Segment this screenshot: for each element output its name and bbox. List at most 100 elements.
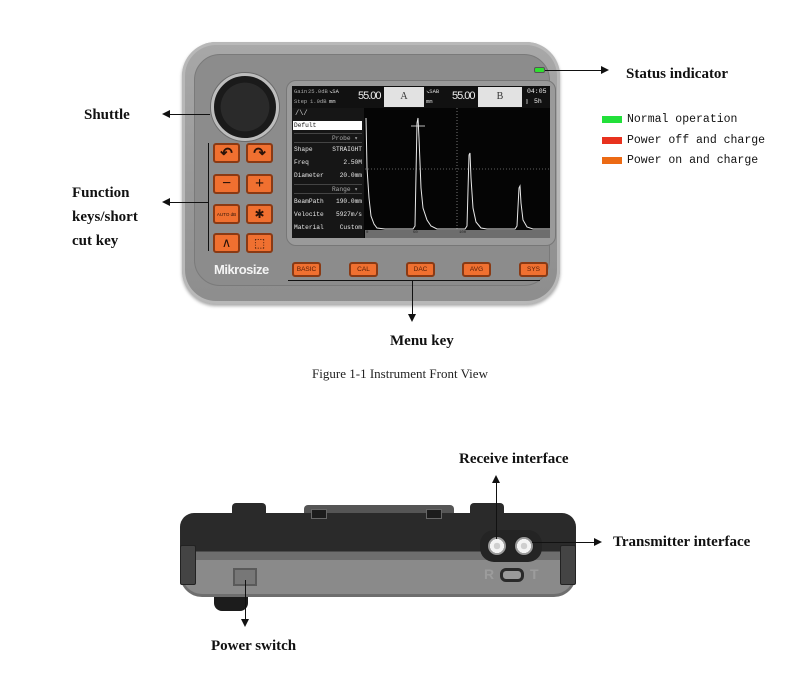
plus-icon: +: [254, 175, 265, 192]
probe-row-freq[interactable]: Freq 2.50M: [294, 157, 362, 168]
instrument-screen: Gain 25.0dB Step 1.0dB ↘SA mm 55.00 A ↘S…: [292, 86, 550, 238]
legend-label: Power on and charge: [627, 153, 759, 167]
power-switch-leader-line: [245, 580, 246, 620]
menu-key-sys[interactable]: SYS: [519, 262, 548, 277]
param-value: 2.50M: [343, 159, 362, 166]
figure-caption: Figure 1-1 Instrument Front View: [312, 366, 488, 381]
transmitter-bnc-port[interactable]: [514, 536, 534, 556]
menu-keys-bracket: [288, 280, 540, 281]
arrow-up-icon: [492, 475, 500, 483]
transmitter-interface-label: Transmitter interface: [613, 534, 751, 550]
range-row-material[interactable]: Material Custom: [294, 222, 362, 233]
range-section-dropdown[interactable]: Range ▾: [294, 184, 362, 194]
receive-interface-label: Receive interface: [459, 451, 569, 467]
legend-normal-operation: Normal operation: [602, 112, 737, 126]
menu-key-label: Menu key: [390, 333, 454, 349]
shuttle-knob[interactable]: [211, 73, 279, 141]
range-row-beampath[interactable]: BeamPath 190.0mm: [294, 196, 362, 207]
top-bump: [470, 503, 504, 513]
menu-key-avg[interactable]: AVG: [462, 262, 491, 277]
receive-bnc-port[interactable]: [487, 536, 507, 556]
green-swatch-icon: [602, 115, 622, 123]
param-label: Diameter: [294, 172, 324, 179]
menu-key-leader-line: [412, 280, 413, 316]
probe-section-dropdown[interactable]: Probe ▾: [294, 133, 362, 143]
gate-b-field[interactable]: B: [478, 87, 522, 107]
arrow-left-icon: [162, 198, 170, 206]
param-label: Velocite: [294, 211, 324, 218]
function-keys-bracket: [208, 143, 209, 251]
undo-icon: ↶: [220, 145, 233, 162]
gate-a-field[interactable]: A: [384, 87, 424, 107]
handle-clip-left: [311, 509, 327, 519]
power-switch-label: Power switch: [211, 638, 297, 654]
probe-section-label: Probe: [331, 135, 351, 142]
gain-value: 25.0dB: [308, 88, 328, 95]
auto-db-key[interactable]: AUTO dB: [213, 204, 240, 224]
legend-power-on-charge: Power on and charge: [602, 153, 758, 167]
battery-hours: 5h: [534, 98, 542, 105]
param-label: BeamPath: [294, 198, 324, 205]
a-scan-waveform-plot: [365, 108, 550, 230]
preset-input[interactable]: Defult: [293, 121, 362, 130]
arrow-right-icon: [601, 66, 609, 74]
range-section-label: Range: [331, 186, 351, 193]
function-keys-label-line2: keys/short: [72, 209, 138, 225]
redo-key[interactable]: ↷: [246, 143, 273, 163]
transmitter-leader-line: [532, 542, 594, 543]
param-value: Custom: [339, 224, 362, 231]
clock-time: 04:05: [527, 88, 547, 95]
arrow-right-icon: [594, 538, 602, 546]
function-keys-label-line3: cut key: [72, 233, 119, 249]
param-value: 190.0mm: [336, 198, 362, 205]
arrow-down-icon: [241, 619, 249, 627]
param-label: Shape: [294, 146, 313, 153]
side-grip-right: [560, 545, 576, 585]
arrow-left-icon: [162, 110, 170, 118]
receive-port-mark: R: [484, 566, 495, 582]
legend-label: Power off and charge: [627, 133, 766, 147]
peak-key[interactable]: ∧: [213, 233, 240, 253]
arrow-down-icon: [408, 314, 416, 322]
axis-tick: 0: [366, 231, 369, 235]
shuttle-knob-side: [214, 597, 248, 611]
param-label: Freq: [294, 159, 309, 166]
sab-value: 55.00: [452, 90, 476, 102]
probe-row-diameter[interactable]: Diameter 20.0mm: [294, 170, 362, 181]
freeze-icon: ✱: [254, 206, 265, 221]
function-keys-label-line1: Function: [72, 185, 130, 201]
peak-icon: ∧: [221, 235, 232, 250]
param-label: Material: [294, 224, 324, 231]
side-grip-left: [180, 545, 196, 585]
step-value: 1.0dB: [310, 98, 327, 105]
gain-label: Gain: [294, 88, 308, 95]
sa-unit: mm: [329, 98, 336, 105]
plus-key[interactable]: +: [246, 174, 273, 194]
orange-swatch-icon: [602, 156, 622, 164]
usb-c-port[interactable]: [500, 568, 524, 582]
auto-db-icon: AUTO dB: [216, 211, 237, 217]
plot-x-axis: 0 50 100: [365, 230, 550, 238]
top-bump: [232, 503, 266, 513]
fullscreen-key[interactable]: ⬚: [246, 233, 273, 253]
menu-key-cal[interactable]: CAL: [349, 262, 378, 277]
shuttle-label: Shuttle: [84, 107, 130, 123]
param-value: 5927m/s: [336, 211, 362, 218]
param-value: 20.0mm: [339, 172, 362, 179]
transmit-port-mark: T: [530, 566, 539, 582]
sa-label: ↘SA: [329, 88, 339, 95]
freeze-key[interactable]: ✱: [246, 204, 273, 224]
menu-key-dac[interactable]: DAC: [406, 262, 435, 277]
step-label: Step: [294, 98, 308, 105]
undo-key[interactable]: ↶: [213, 143, 240, 163]
minus-key[interactable]: −: [213, 174, 240, 194]
menu-key-basic[interactable]: BASIC: [292, 262, 321, 277]
handle-clip-right: [426, 509, 442, 519]
range-row-velocity[interactable]: Velocite 5927m/s: [294, 209, 362, 220]
red-swatch-icon: [602, 136, 622, 144]
legend-power-off-charge: Power off and charge: [602, 133, 765, 147]
sab-label: ↘SAB: [426, 88, 440, 95]
legend-label: Normal operation: [627, 112, 738, 126]
